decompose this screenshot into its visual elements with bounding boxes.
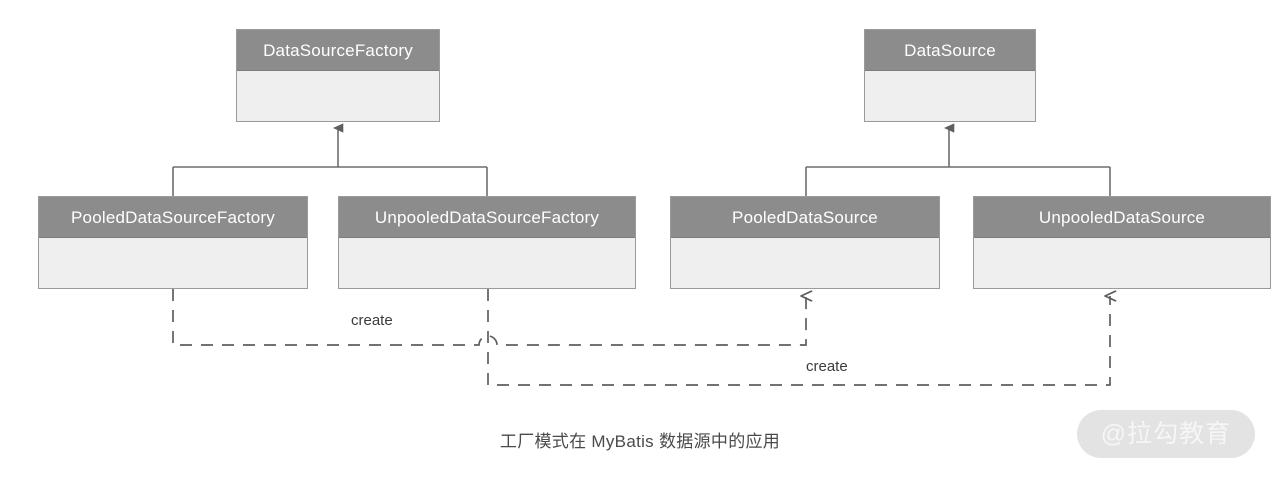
dependency-create-pooled — [172, 289, 813, 346]
class-box-pooleddatasourcefactory[interactable]: PooledDataSourceFactory — [38, 196, 308, 289]
class-box-datasourcefactory[interactable]: DataSourceFactory — [236, 29, 440, 122]
class-members-pooleddatasource — [671, 238, 939, 280]
class-members-unpooleddatasourcefactory — [339, 238, 635, 280]
dependency-create-unpooled — [487, 289, 1117, 386]
class-name-unpooleddatasourcefactory: UnpooledDataSourceFactory — [339, 197, 635, 238]
class-name-pooleddatasource: PooledDataSource — [671, 197, 939, 238]
class-members-unpooleddatasource — [974, 238, 1270, 280]
class-members-datasourcefactory — [237, 71, 439, 113]
relation-label-create-unpooled: create — [806, 358, 848, 375]
class-members-datasource — [865, 71, 1035, 113]
class-name-pooleddatasourcefactory: PooledDataSourceFactory — [39, 197, 307, 238]
dependency-line-create-unpooled — [487, 289, 1117, 386]
class-box-unpooleddatasource[interactable]: UnpooledDataSource — [973, 196, 1271, 289]
watermark-badge: @拉勾教育 — [1077, 410, 1255, 458]
class-name-datasource: DataSource — [865, 30, 1035, 71]
class-box-datasource[interactable]: DataSource — [864, 29, 1036, 122]
class-name-unpooleddatasource: UnpooledDataSource — [974, 197, 1270, 238]
class-members-pooleddatasourcefactory — [39, 238, 307, 280]
relation-label-create-pooled: create — [351, 312, 393, 329]
inheritance-left-group — [172, 128, 488, 196]
diagram-caption: 工厂模式在 MyBatis 数据源中的应用 — [499, 432, 781, 451]
class-name-datasourcefactory: DataSourceFactory — [237, 30, 439, 71]
class-box-pooleddatasource[interactable]: PooledDataSource — [670, 196, 940, 289]
dependency-line-create-pooled — [172, 289, 813, 346]
inheritance-right-group — [805, 128, 1111, 196]
class-box-unpooleddatasourcefactory[interactable]: UnpooledDataSourceFactory — [338, 196, 636, 289]
